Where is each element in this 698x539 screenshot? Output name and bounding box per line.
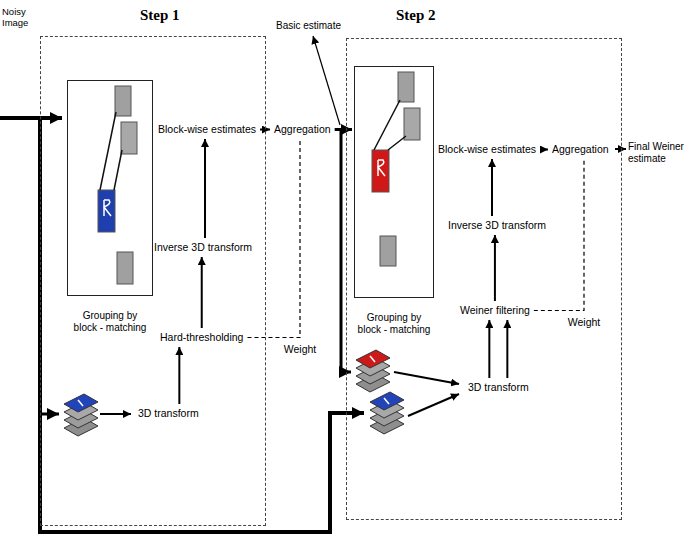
edge-label: Weight — [282, 343, 319, 356]
stack-plate — [370, 392, 404, 410]
leader-line — [313, 36, 340, 125]
flow-arrow — [201, 257, 203, 328]
flow-arrow — [204, 139, 206, 238]
grey-block — [117, 252, 133, 284]
input-arrow — [40, 413, 59, 416]
grey-block — [115, 86, 131, 116]
step-title: Step 2 — [396, 6, 436, 24]
stage-text: Inverse 3D transform — [448, 219, 546, 232]
match-line — [374, 100, 406, 150]
process-label: Block-wise estimates — [156, 122, 258, 137]
edge-label: Weight — [566, 316, 603, 329]
output-label: Final Weiner estimate — [628, 141, 694, 165]
box-border — [354, 66, 434, 298]
step-title: Step 1 — [140, 6, 180, 24]
process-label: Hard-thresholding — [158, 330, 245, 345]
flow-arrow — [491, 159, 493, 216]
stage-text: Block-wise estimates — [158, 123, 256, 136]
stage-text: 3D transform — [468, 381, 529, 394]
block-matching-picture — [372, 72, 420, 266]
reference-block — [372, 150, 389, 192]
flow-arrow — [494, 235, 496, 301]
block-stack — [356, 350, 390, 392]
grey-block — [398, 72, 414, 102]
input-arrow — [0, 116, 62, 120]
input-wire — [40, 118, 364, 532]
region-border — [346, 38, 622, 520]
reference-mark — [78, 400, 83, 406]
step-region: Step 1 Grouping by block - matching 3D tra… — [40, 0, 266, 526]
grey-block — [121, 122, 137, 154]
stage-text: Hard-thresholding — [160, 331, 243, 344]
process-label: Inverse 3D transform — [446, 218, 548, 233]
grey-block — [380, 236, 396, 266]
stack-plate — [356, 350, 390, 368]
reference-mark — [384, 398, 389, 404]
process-label: Weiner filtering — [458, 303, 532, 318]
process-label: Block-wise estimates — [436, 142, 538, 157]
stage-text: Aggregation — [274, 123, 331, 136]
flow-arrow — [506, 320, 508, 378]
process-label: Inverse 3D transform — [152, 240, 254, 255]
stage-text: 3D transform — [138, 407, 199, 420]
box-border — [67, 80, 153, 296]
flow-arrow — [540, 149, 548, 151]
reference-mark — [370, 356, 375, 362]
step-region: Step 2 Grouping by block - matching 3D tra… — [346, 0, 622, 520]
flow-arrow — [178, 347, 180, 404]
box-caption: Grouping by block - matching — [354, 312, 434, 336]
block-stack — [370, 392, 404, 434]
region-border — [40, 36, 266, 526]
process-label: Aggregation — [272, 122, 333, 137]
stage-text: Weiner filtering — [460, 304, 530, 317]
block-stack — [64, 394, 98, 436]
block-matching-box: Grouping by block - matching — [354, 66, 434, 342]
stack-arrow — [408, 394, 459, 416]
reference-mark — [378, 160, 385, 176]
output-arrow — [615, 148, 626, 150]
match-line — [100, 112, 122, 190]
block-matching-box: Grouping by block - matching — [67, 80, 153, 346]
process-label: Aggregation — [550, 142, 611, 157]
stack-arrow — [100, 413, 131, 415]
input-label: Noisy Image — [2, 6, 38, 29]
stack-arrow — [394, 372, 459, 384]
process-label: 3D transform — [136, 406, 201, 421]
reference-block — [98, 190, 115, 232]
stage-text: Aggregation — [552, 143, 609, 156]
stack-plate — [64, 394, 98, 412]
process-label: 3D transform — [466, 380, 531, 395]
box-caption: Grouping by block - matching — [70, 310, 150, 334]
grey-block — [404, 108, 420, 140]
stage-text: Block-wise estimates — [438, 143, 536, 156]
output-label: Basic estimate — [276, 20, 341, 32]
reference-mark — [104, 200, 111, 216]
weight-connector — [534, 159, 584, 311]
weight-connector — [247, 139, 300, 338]
flow-arrow — [488, 320, 490, 378]
flow-arrow — [335, 128, 352, 131]
block-matching-picture — [98, 86, 137, 284]
stage-text: Inverse 3D transform — [154, 241, 252, 254]
